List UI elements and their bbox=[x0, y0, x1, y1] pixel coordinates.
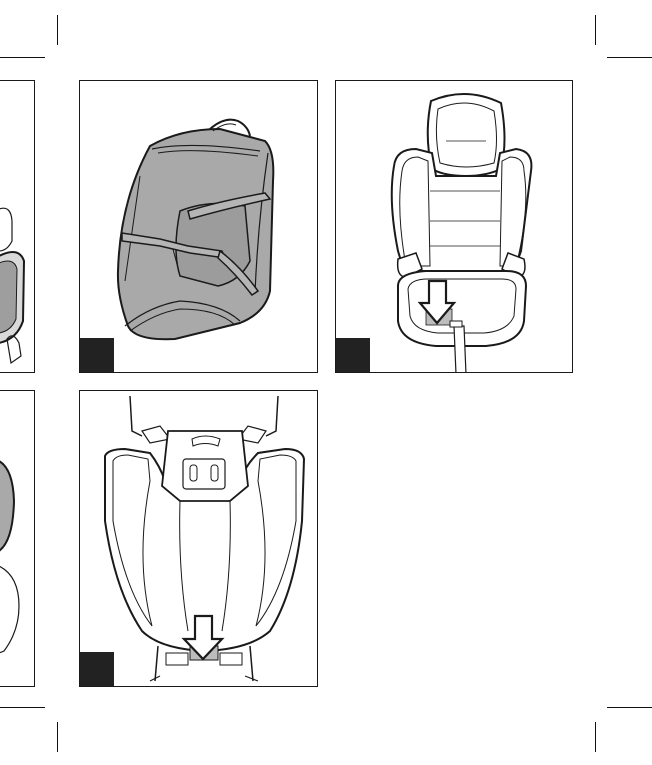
car-seat-partial-illustration bbox=[0, 81, 35, 373]
car-seat-partial-illustration bbox=[0, 391, 35, 687]
crop-mark bbox=[607, 57, 652, 58]
carry-bag-icon bbox=[80, 81, 318, 373]
car-seat-front-icon bbox=[336, 81, 573, 373]
crop-mark bbox=[0, 57, 45, 58]
crop-mark bbox=[57, 722, 58, 752]
crop-mark bbox=[595, 15, 596, 45]
step-number-box bbox=[336, 338, 370, 372]
crop-mark bbox=[0, 707, 45, 708]
panel-left-partial-top bbox=[0, 80, 35, 373]
panel-seat-back bbox=[79, 390, 318, 687]
crop-mark bbox=[595, 722, 596, 752]
step-number-box bbox=[80, 338, 114, 372]
panel-left-partial-bottom bbox=[0, 390, 35, 687]
crop-mark bbox=[57, 15, 58, 45]
panel-seat-front bbox=[335, 80, 573, 373]
panel-bag bbox=[79, 80, 318, 373]
crop-mark bbox=[607, 707, 652, 708]
car-seat-back-icon bbox=[80, 391, 318, 687]
step-number-box bbox=[80, 652, 114, 686]
